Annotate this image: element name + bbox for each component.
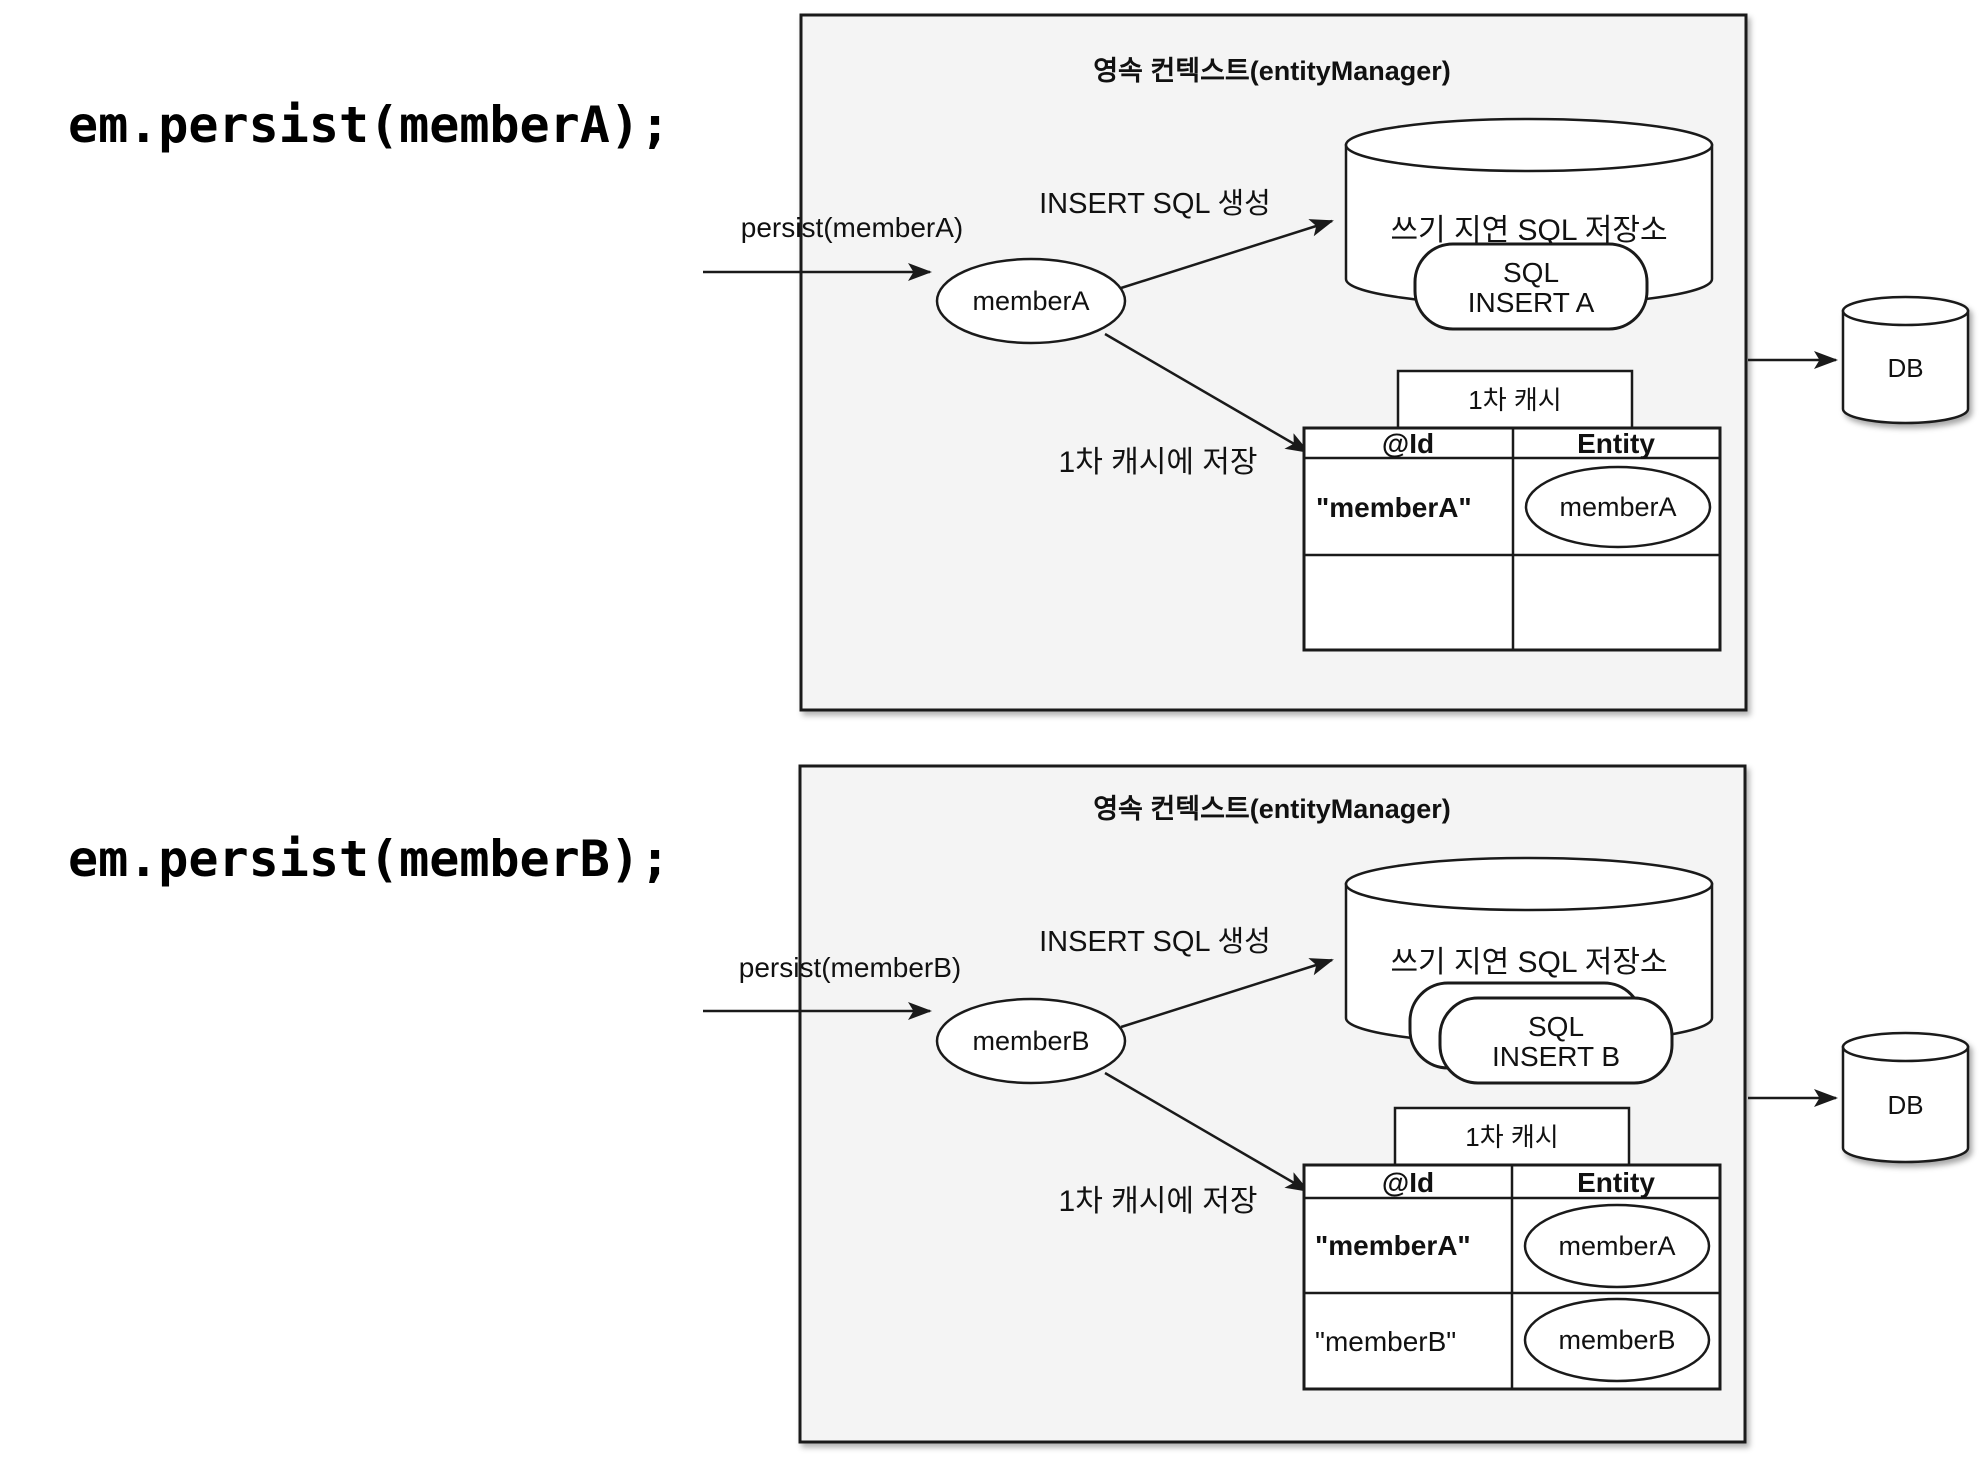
sql-store-title-b: 쓰기 지연 SQL 저장소 [1390, 946, 1667, 979]
sql-card-line2-a: INSERT A [1468, 287, 1595, 318]
first-cache-tab-label-a: 1차 캐시 [1468, 385, 1561, 415]
first-cache-tab-label-b: 1차 캐시 [1465, 1122, 1558, 1152]
insert-sql-arrow-label-a: INSERT SQL 생성 [1039, 188, 1271, 220]
persistence-context-title-a: 영속 컨텍스트(entityManager) [1093, 56, 1451, 86]
db-cylinder-top-a [1841, 295, 1970, 327]
sql-card-line1-b: SQL [1528, 1011, 1584, 1042]
first-cache-tab-b [1393, 1106, 1631, 1167]
cache-row1-entity-label-b: memberA [1558, 1231, 1675, 1261]
sql-store-cylinder-top-b [1344, 856, 1714, 912]
code-line-b: em.persist(memberB); [68, 830, 670, 888]
db-cylinder-top-b [1841, 1031, 1970, 1063]
cache-header-id-a: @Id [1382, 428, 1434, 459]
cache-row1-entity-ellipse-a [1524, 465, 1712, 549]
cache-row1-id-a: "memberA" [1316, 492, 1472, 523]
db-cylinder-b: DB [1841, 1031, 1970, 1164]
sql-card-stack-b: SQL INSERT B [1408, 981, 1674, 1085]
cache-row2-entity-label-b: memberB [1558, 1325, 1675, 1355]
cache-row2-entity-ellipse-b [1523, 1297, 1711, 1383]
sql-card-rect-a [1413, 242, 1649, 331]
cache-row1-entity-label-a: memberA [1559, 492, 1676, 522]
sql-card-line1-a: SQL [1503, 257, 1559, 288]
entity-ellipse-label-a: memberA [972, 286, 1089, 316]
diagram-b: em.persist(memberB); 영속 컨텍스트(entityManag… [68, 764, 1970, 1444]
sql-store-cylinder-top-a [1344, 117, 1714, 173]
first-cache-b: 1차 캐시 @Id Entity "memberA" memberA "memb… [1302, 1106, 1722, 1391]
first-cache-arrow-label-b: 1차 캐시에 저장 [1059, 1185, 1258, 1218]
cache-row1-id-b: "memberA" [1315, 1230, 1471, 1261]
sql-card-front-b [1438, 996, 1674, 1085]
insert-sql-arrow-b [1120, 958, 1334, 1029]
entity-ellipse-b [935, 997, 1127, 1085]
cache-row2-id-b: "memberB" [1315, 1326, 1456, 1357]
insert-sql-arrow-label-b: INSERT SQL 생성 [1039, 926, 1271, 958]
first-cache-arrow-a [1104, 332, 1310, 454]
sql-card-a: SQL INSERT A [1413, 242, 1649, 331]
db-cylinder-a: DB [1841, 295, 1970, 425]
cache-header-id-b: @Id [1382, 1167, 1434, 1198]
first-cache-arrow-b [1104, 1071, 1310, 1193]
db-cylinder-body-a [1841, 309, 1970, 425]
persist-arrow-label-b: persist(memberB) [739, 952, 961, 983]
sql-card-line2-b: INSERT B [1492, 1041, 1620, 1072]
persist-arrow-label-a: persist(memberA) [741, 212, 963, 243]
db-cylinder-body-b [1841, 1045, 1970, 1164]
code-line-a: em.persist(memberA); [68, 96, 670, 154]
cache-header-entity-b: Entity [1577, 1167, 1655, 1198]
first-cache-a: 1차 캐시 @Id Entity "memberA" memberA [1302, 369, 1722, 652]
db-label-b: DB [1887, 1090, 1923, 1120]
entity-ellipse-a [935, 257, 1127, 345]
cache-row1-entity-ellipse-b [1523, 1203, 1711, 1289]
entity-ellipse-label-b: memberB [972, 1026, 1089, 1056]
diagram-a: em.persist(memberA); 영속 컨텍스트(entityManag… [68, 13, 1970, 712]
persistence-context-title-b: 영속 컨텍스트(entityManager) [1093, 794, 1451, 824]
first-cache-arrow-label-a: 1차 캐시에 저장 [1059, 446, 1258, 479]
sql-store-title-a: 쓰기 지연 SQL 저장소 [1390, 214, 1667, 247]
cache-header-entity-a: Entity [1577, 428, 1655, 459]
db-label-a: DB [1887, 353, 1923, 383]
insert-sql-arrow-a [1120, 219, 1334, 290]
